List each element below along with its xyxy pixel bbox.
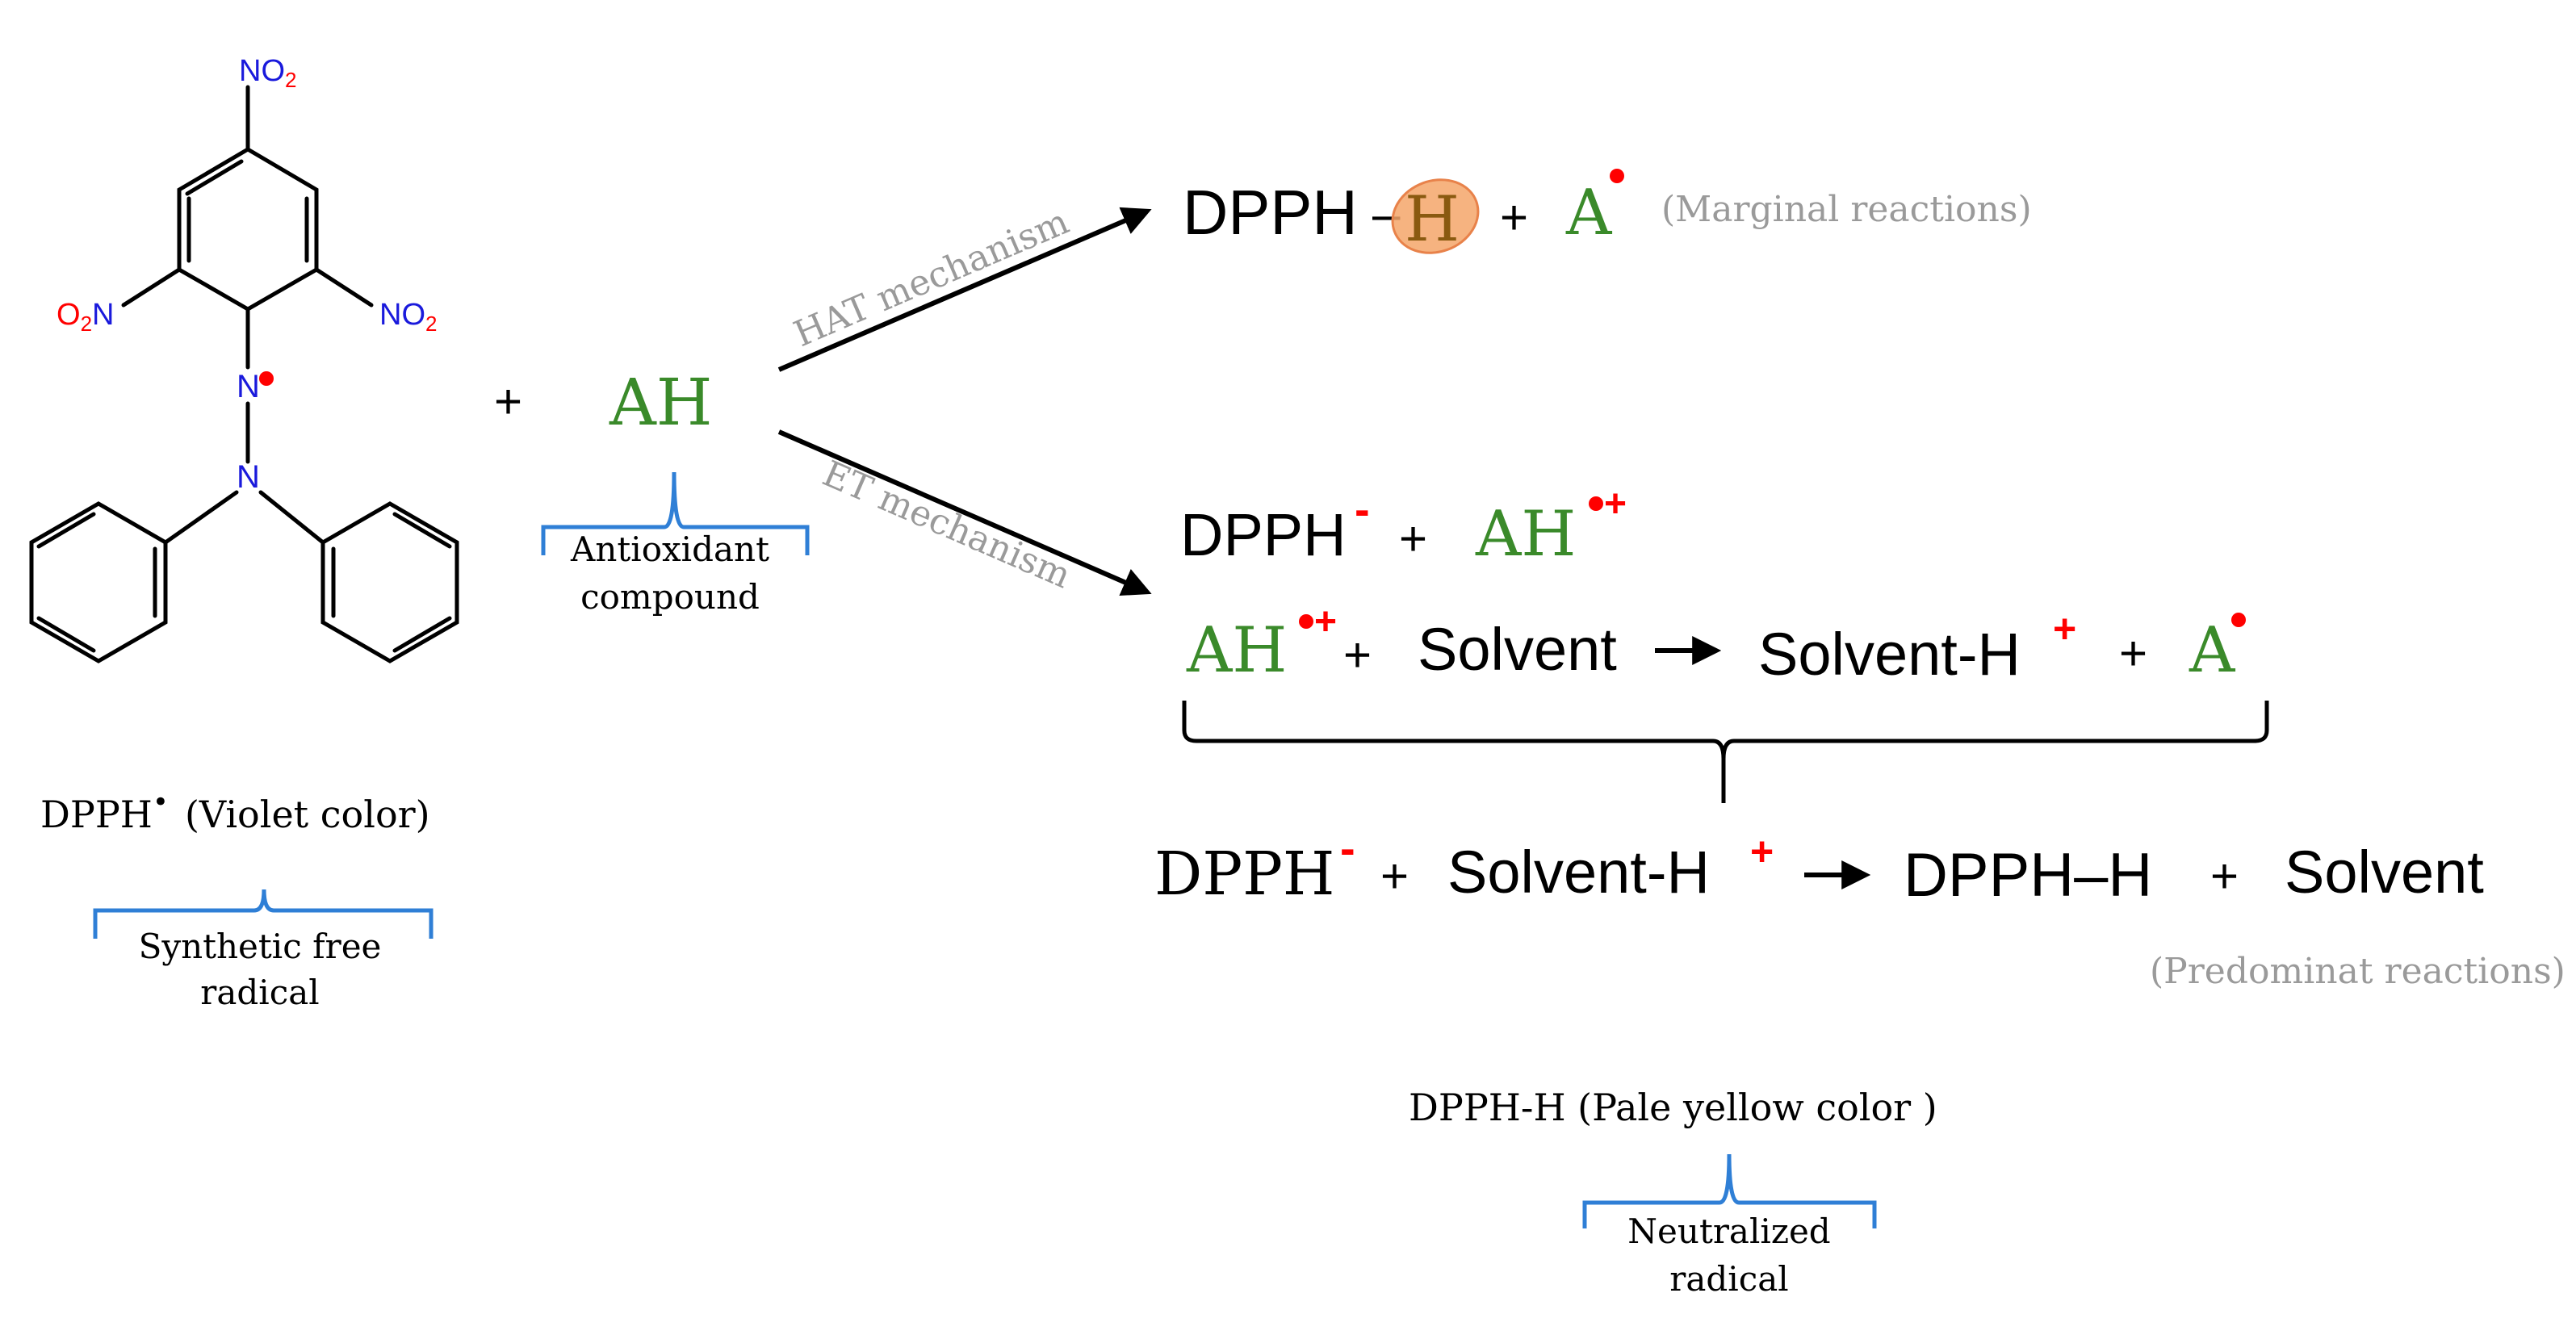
dpph-bracket-line2: radical [200, 973, 319, 1012]
et3-plus2: + [2210, 849, 2239, 903]
nitro-group-left: O2N [57, 298, 114, 336]
et-combine-brace [1182, 701, 2269, 803]
n-radical-atom: N [237, 369, 260, 404]
et1-cation: + [1604, 483, 1627, 525]
et3-solvent-h: Solvent-H [1447, 839, 1710, 906]
et3-dpph-h: DPPH–H [1904, 841, 2152, 910]
et1-ah: AH [1475, 498, 1576, 571]
et3-proton-charge: + [1750, 829, 1774, 874]
nitro-group-top: NO2 [239, 54, 296, 92]
et2-a-radical-dot [2231, 613, 2246, 627]
et1-plus: + [1399, 512, 1427, 566]
radical-dot [259, 371, 274, 386]
hat-a-radical: A [1565, 177, 1613, 249]
antioxidant-ah: AH [609, 365, 713, 440]
et2-solvent-h: Solvent-H [1758, 621, 2021, 688]
predominant-reactions-note: (Predominat reactions) [2150, 951, 2566, 992]
hat-hydrogen: H [1405, 183, 1460, 256]
et2-cation: + [1314, 601, 1337, 643]
reactant-plus: + [494, 375, 522, 429]
et-arrow [777, 429, 1152, 596]
et2-plus: + [1343, 628, 1372, 682]
dpph-bracket-line1: Synthetic free [139, 927, 382, 966]
et1-minus: - [1355, 483, 1370, 534]
dpph-underbrace [93, 889, 434, 939]
right-phenyl-ring [320, 501, 459, 663]
hat-mechanism-label: HAT mechanism [788, 201, 1074, 355]
product-bracket-line2: radical [1669, 1259, 1788, 1299]
et2-plus2: + [2119, 626, 2147, 680]
et3-minus: - [1340, 822, 1355, 873]
product-label: DPPH-H (Pale yellow color ) [1409, 1086, 1937, 1129]
left-phenyl-ring [29, 501, 168, 663]
et2-radical-dot [1299, 614, 1313, 629]
hat-arrow [777, 207, 1152, 372]
dpph-molecule-structure [29, 85, 459, 663]
product-bracket-line1: Neutralized [1627, 1212, 1830, 1251]
et1-radical-dot [1589, 496, 1603, 511]
et3-dpph: DPPH [1154, 839, 1334, 909]
nitro-group-right: NO2 [379, 298, 437, 336]
et-mechanism-label: ET mechanism [817, 453, 1077, 596]
ah-underbrace [541, 471, 810, 555]
dpph-radical-label: DPPH•(Violet color) [40, 786, 430, 836]
a-radical-dot [1610, 169, 1624, 183]
et2-solvent: Solvent [1418, 616, 1617, 683]
hat-plus: + [1500, 190, 1528, 245]
n-amine-atom: N [237, 459, 260, 495]
et2-proton-charge: + [2053, 606, 2076, 651]
hydrogen-highlight [1391, 178, 1480, 254]
et2-a-radical: A [2189, 614, 2236, 687]
product-underbrace [1582, 1153, 1877, 1228]
et2-ah: AH [1186, 614, 1287, 687]
picryl-ring [177, 147, 319, 312]
et3-plus: + [1380, 849, 1409, 903]
et3-solvent: Solvent [2285, 839, 2484, 906]
ah-bracket-line1: Antioxidant [570, 529, 769, 569]
ah-bracket-line2: compound [580, 577, 760, 617]
marginal-reactions-note: (Marginal reactions) [1661, 189, 2032, 230]
et1-dpph: DPPH [1180, 501, 1347, 568]
hat-dpph: DPPH [1183, 177, 1358, 248]
